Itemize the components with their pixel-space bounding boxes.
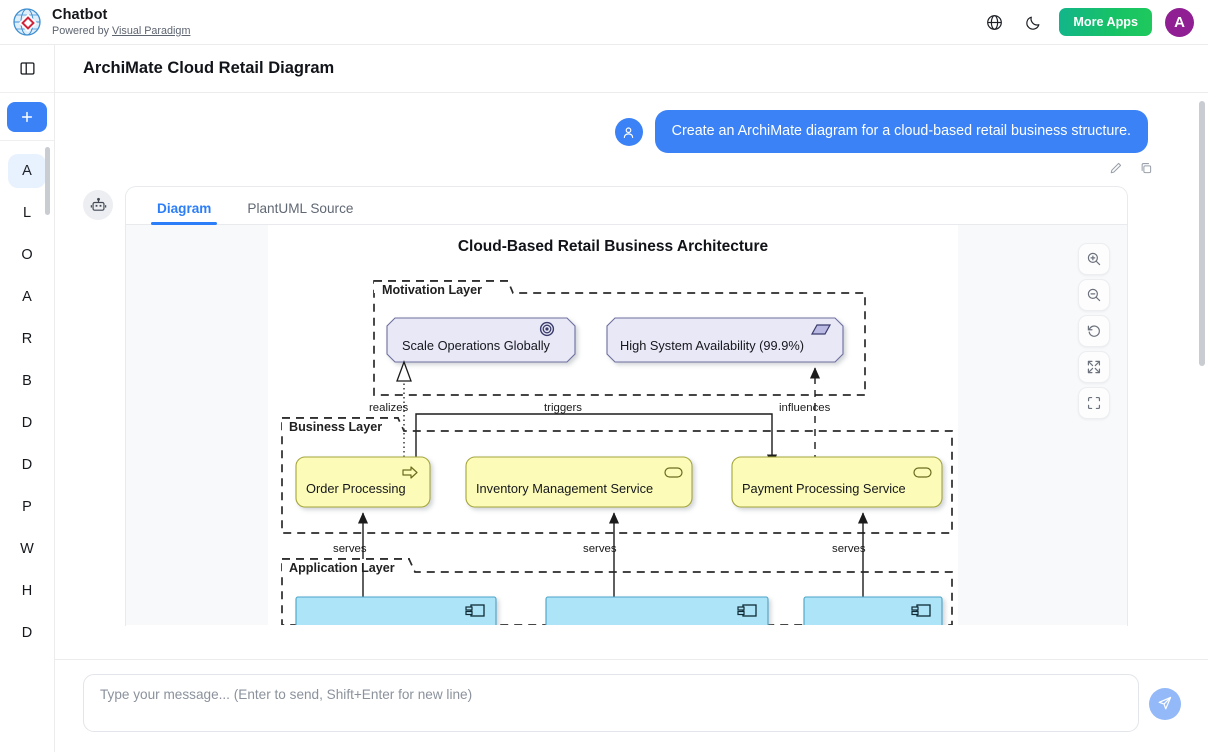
new-chat-button[interactable] (7, 101, 47, 132)
globe-icon[interactable] (981, 9, 1007, 35)
new-chat-row (0, 93, 54, 141)
diagram-title: Cloud-Based Retail Business Architecture (458, 238, 769, 255)
chat-scroll-area: Create an ArchiMate diagram for a cloud-… (55, 93, 1208, 659)
bot-message-row: Diagram PlantUML Source (83, 186, 1208, 627)
zoom-out-icon[interactable] (1078, 279, 1110, 312)
application-component-icon-2 (737, 604, 757, 617)
moon-icon[interactable] (1020, 9, 1046, 35)
sidebar-item-9[interactable]: W (20, 541, 34, 557)
business-service-oval-icon-1 (664, 467, 683, 478)
element-scale-operations-globally[interactable] (386, 317, 576, 363)
brand: Chatbot Powered by Visual Paradigm (12, 7, 190, 37)
top-bar-actions: More Apps A (981, 7, 1194, 37)
element-label-high-availability: High System Availability (99.9%) (620, 338, 804, 353)
tab-plantuml-source[interactable]: PlantUML Source (247, 201, 354, 217)
element-label-payment-service: Payment Processing Service (742, 481, 906, 496)
send-button[interactable] (1149, 688, 1181, 720)
sidebar-item-0[interactable]: A (8, 154, 46, 188)
element-inventory-management-service[interactable] (465, 456, 693, 508)
visual-paradigm-globe-diamond-logo (12, 7, 42, 37)
powered-by: Powered by Visual Paradigm (52, 25, 190, 37)
element-high-system-availability[interactable] (606, 317, 844, 363)
application-layer-group: Application Layer (281, 558, 953, 626)
sidebar-item-5[interactable]: B (22, 373, 32, 389)
element-label-inventory-service: Inventory Management Service (476, 481, 653, 496)
requirement-parallelogram-icon (810, 324, 832, 335)
element-label-order-processing: Order Processing (306, 481, 406, 496)
pencil-edit-icon[interactable] (1108, 161, 1123, 176)
application-layer-label: Application Layer (289, 561, 395, 575)
robot-icon (83, 190, 113, 221)
sidebar-item-2[interactable]: O (21, 247, 33, 263)
business-service-oval-icon-2 (913, 467, 932, 478)
relationship-label-serves-3: serves (832, 543, 866, 555)
message-action-bar (55, 161, 1154, 176)
sidebar-item-6[interactable]: D (21, 415, 33, 431)
sidebar-item-1[interactable]: L (22, 205, 32, 221)
person-icon (614, 118, 643, 146)
goal-target-icon (539, 322, 555, 337)
card-tabs: Diagram PlantUML Source (126, 187, 1127, 226)
conversation-list[interactable]: A L O A R B D D P W H D (0, 141, 54, 751)
relationship-triggers: triggers (415, 402, 778, 476)
sidebar-item-4[interactable]: R (21, 331, 33, 347)
panel-toggle-icon[interactable] (0, 45, 54, 93)
powered-by-prefix: Powered by (52, 24, 113, 37)
message-input[interactable] (83, 674, 1139, 732)
application-component-icon-3 (911, 604, 931, 617)
page-title: ArchiMate Cloud Retail Diagram (83, 59, 335, 77)
relationship-label-serves-1: serves (333, 543, 367, 555)
relationship-label-serves-2: serves (583, 543, 617, 555)
composer (55, 659, 1208, 752)
more-apps-button[interactable]: More Apps (1059, 8, 1152, 36)
page-header: ArchiMate Cloud Retail Diagram (55, 45, 1208, 93)
app-title: Chatbot (52, 6, 108, 23)
tab-diagram[interactable]: Diagram (151, 201, 218, 226)
sidebar-item-8[interactable]: P (22, 499, 32, 515)
element-app-component-2[interactable] (545, 596, 769, 626)
sidebar-item-7[interactable]: D (21, 457, 33, 473)
relationship-label-triggers: triggers (544, 402, 582, 414)
copy-icon[interactable] (1139, 161, 1154, 176)
sidebar-item-3[interactable]: A (22, 289, 32, 305)
element-app-component-1[interactable] (295, 596, 497, 626)
application-component-icon-1 (465, 604, 485, 617)
archimate-diagram: Cloud-Based Retail Business Architecture… (281, 238, 953, 626)
diagram-canvas[interactable]: Cloud-Based Retail Business Architecture… (126, 225, 1127, 626)
zoom-controls (1078, 243, 1110, 420)
element-payment-processing-service[interactable] (731, 456, 943, 508)
fit-frame-icon[interactable] (1078, 387, 1110, 420)
visual-paradigm-link[interactable]: Visual Paradigm (112, 24, 191, 37)
diagram-result-card: Diagram PlantUML Source (125, 186, 1128, 627)
sidebar-item-10[interactable]: H (21, 583, 33, 599)
reset-rotate-icon[interactable] (1078, 315, 1110, 348)
element-label-scale-operations: Scale Operations Globally (402, 338, 551, 353)
motivation-layer-label: Motivation Layer (382, 283, 482, 297)
relationship-label-realizes: realizes (369, 402, 409, 414)
motivation-layer-group: Motivation Layer Scale Operations Global… (373, 280, 866, 397)
paper-plane-icon (1157, 695, 1173, 714)
business-layer-group: Business Layer Order Processing (281, 417, 953, 535)
business-layer-label: Business Layer (289, 420, 382, 434)
element-app-component-3[interactable] (803, 596, 943, 626)
top-bar: Chatbot Powered by Visual Paradigm More … (0, 0, 1208, 45)
business-process-arrow-icon (402, 466, 418, 479)
chat-scrollbar[interactable] (1199, 101, 1205, 366)
relationship-realizes: realizes (369, 360, 412, 476)
rail-scrollbar[interactable] (45, 141, 52, 751)
left-rail: A L O A R B D D P W H D (0, 45, 55, 752)
user-message-bubble: Create an ArchiMate diagram for a cloud-… (654, 110, 1148, 154)
element-order-processing[interactable] (295, 456, 431, 508)
zoom-in-icon[interactable] (1078, 243, 1110, 276)
sidebar-item-11[interactable]: D (21, 625, 33, 641)
user-avatar[interactable]: A (1165, 7, 1194, 37)
user-message-row: Create an ArchiMate diagram for a cloud-… (55, 110, 1148, 154)
expand-arrows-icon[interactable] (1078, 351, 1110, 384)
brand-text: Chatbot Powered by Visual Paradigm (52, 7, 190, 37)
relationship-label-influences: influences (779, 402, 831, 414)
